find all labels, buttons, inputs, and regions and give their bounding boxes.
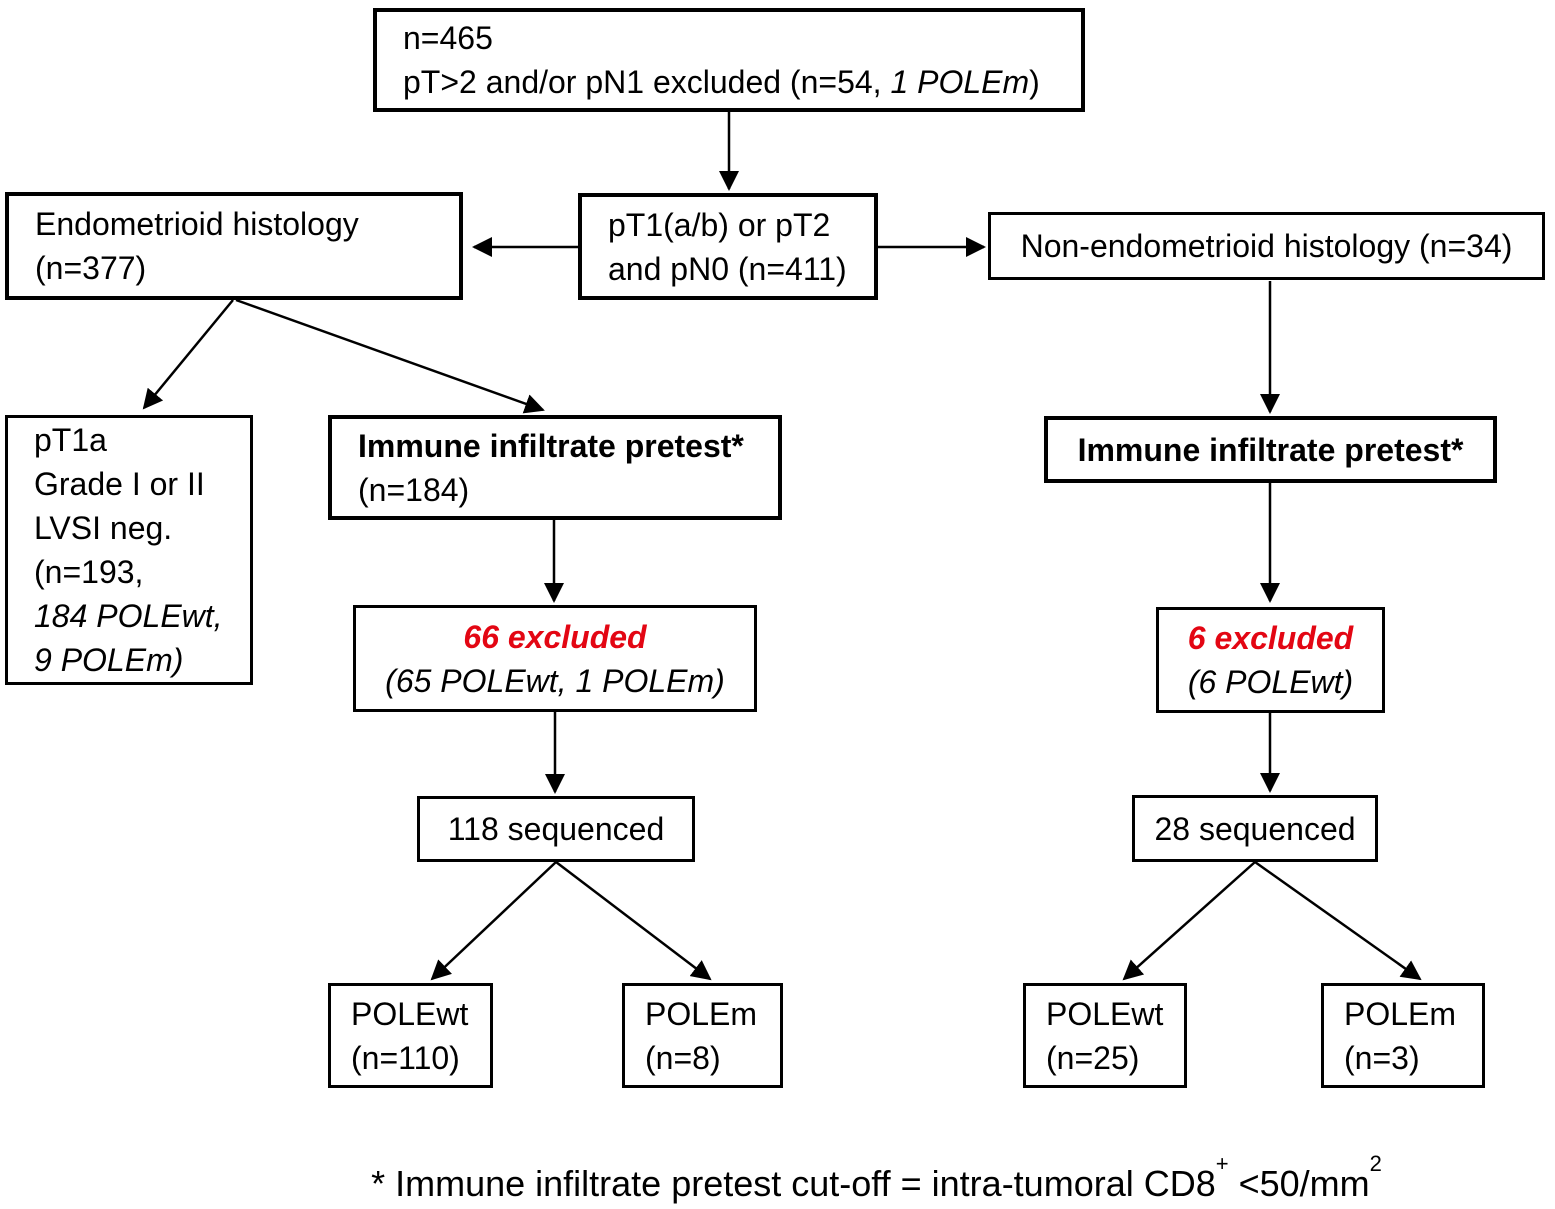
box-non-endometrioid-histology: Non-endometrioid histology (n=34) xyxy=(988,212,1545,280)
box-line: Immune infiltrate pretest* xyxy=(1077,431,1464,468)
box-line: 9 POLEm) xyxy=(34,642,184,678)
arrow-sequenced-endo-to-polem xyxy=(555,861,712,981)
box-line: (65 POLEwt, 1 POLEm) xyxy=(385,662,725,699)
box-line: POLEwt xyxy=(351,995,469,1032)
arrow-sequenced-endo-to-polewt xyxy=(430,861,557,981)
box-immune-pretest-nonendo: Immune infiltrate pretest* xyxy=(1044,416,1497,483)
arrow-sequenced-nonendo-to-polewt xyxy=(1122,861,1256,981)
box-line: 184 POLEwt, xyxy=(34,598,223,634)
box-line: 118 sequenced xyxy=(447,811,665,847)
box-line: (n=377) xyxy=(35,250,147,286)
box-line: Non-endometrioid histology (n=34) xyxy=(1020,228,1513,264)
box-line: (n=8) xyxy=(645,1039,721,1076)
superscript-two: 2 xyxy=(1369,1150,1382,1176)
box-polewt-endo: POLEwt (n=110) xyxy=(328,983,493,1088)
box-line: POLEm xyxy=(645,995,758,1032)
box-line: and pN0 (n=411) xyxy=(608,250,847,287)
total-count: n=465 xyxy=(403,20,493,56)
box-line: Grade I or II xyxy=(34,466,205,502)
arrow-endometrioid-to-pt1a xyxy=(142,299,234,410)
box-stage-selection: pT1(a/b) or pT2 and pN0 (n=411) xyxy=(578,193,878,300)
box-line: (n=193, xyxy=(34,554,144,590)
footnote: * Immune infiltrate pretest cut-off = in… xyxy=(371,1150,1382,1204)
box-line: (n=184) xyxy=(358,471,470,508)
box-excluded-endo: 66 excluded (65 POLEwt, 1 POLEm) xyxy=(353,605,757,712)
box-line: LVSI neg. xyxy=(34,510,173,546)
superscript-plus: + xyxy=(1215,1150,1229,1176)
box-pt1a-low-risk: pT1a Grade I or II LVSI neg. (n=193, 184… xyxy=(5,415,253,685)
box-polem-nonendo: POLEm (n=3) xyxy=(1321,983,1485,1088)
box-line: (n=3) xyxy=(1344,1039,1420,1076)
box-line: (n=25) xyxy=(1046,1039,1140,1076)
box-line: pT1(a/b) or pT2 xyxy=(608,206,831,243)
box-line: POLEwt xyxy=(1046,995,1164,1032)
excluded-count: 66 excluded xyxy=(463,618,647,655)
box-endometrioid-histology: Endometrioid histology (n=377) xyxy=(5,192,463,300)
excluded-count: 6 excluded xyxy=(1187,620,1354,656)
box-line: 28 sequenced xyxy=(1154,810,1356,847)
box-polewt-nonendo: POLEwt (n=25) xyxy=(1023,983,1187,1088)
box-sequenced-nonendo: 28 sequenced xyxy=(1132,795,1378,862)
box-line: (6 POLEwt) xyxy=(1187,664,1354,700)
total-exclusion-line: pT>2 and/or pN1 excluded (n=54, 1 POLEm) xyxy=(403,64,1040,100)
box-immune-pretest-endo: Immune infiltrate pretest* (n=184) xyxy=(328,415,782,520)
box-sequenced-endo: 118 sequenced xyxy=(417,796,695,862)
box-line: Immune infiltrate pretest* xyxy=(358,427,744,464)
box-line: (n=110) xyxy=(351,1039,460,1076)
box-line: pT1a xyxy=(34,422,107,458)
box-excluded-nonendo: 6 excluded (6 POLEwt) xyxy=(1156,607,1385,713)
box-line: Endometrioid histology xyxy=(35,206,359,242)
box-line: POLEm xyxy=(1344,995,1457,1032)
arrow-endometrioid-to-immune-pretest xyxy=(235,298,545,414)
box-polem-endo: POLEm (n=8) xyxy=(622,983,783,1088)
arrow-sequenced-nonendo-to-polem xyxy=(1254,860,1422,981)
box-total-cohort: n=465 pT>2 and/or pN1 excluded (n=54, 1 … xyxy=(373,8,1085,112)
